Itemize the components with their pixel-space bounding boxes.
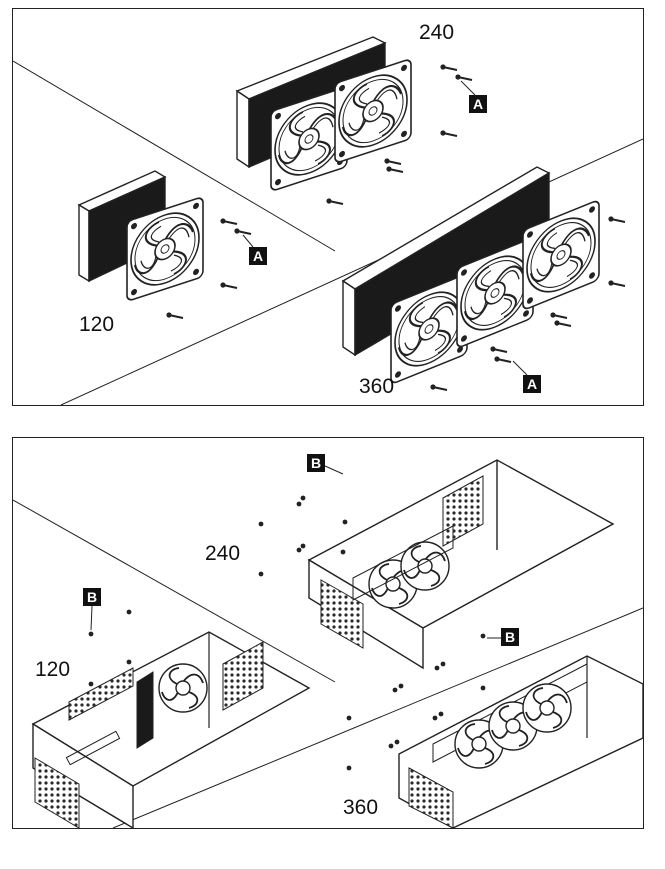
svg-text:B: B <box>311 455 321 471</box>
callout-badge-b-360: B <box>487 628 519 646</box>
svg-text:A: A <box>473 96 483 112</box>
svg-text:A: A <box>253 248 263 264</box>
case-installation-panel: B 240 B 120 <box>12 437 644 829</box>
svg-text:B: B <box>505 629 515 645</box>
svg-text:B: B <box>87 589 97 605</box>
case-360 <box>398 655 643 828</box>
label-360-top: 360 <box>359 375 394 398</box>
label-120-bottom: 120 <box>35 658 70 681</box>
label-240-bottom: 240 <box>205 542 240 565</box>
callout-badge-b-240: B <box>307 454 344 475</box>
fan-radiator-assembly-panel: A 240 A 120 A <box>12 8 644 406</box>
label-240-top: 240 <box>419 21 454 44</box>
assembly-illustration: A 240 A 120 A <box>13 21 643 405</box>
radiator-240 <box>235 36 413 193</box>
callout-badge-a-240: A <box>460 80 487 113</box>
radiator-360 <box>341 166 601 386</box>
label-360-bottom: 360 <box>343 796 378 819</box>
callout-badge-b-120: B <box>83 588 101 631</box>
callout-badge-a-120: A <box>242 234 267 265</box>
callout-badge-a-360: A <box>512 360 541 393</box>
case-120 <box>31 631 311 828</box>
case-240 <box>307 459 615 670</box>
installation-illustration: B 240 B 120 <box>13 454 643 828</box>
svg-text:A: A <box>527 376 537 392</box>
label-120-top: 120 <box>79 313 114 336</box>
radiator-120 <box>77 170 205 303</box>
